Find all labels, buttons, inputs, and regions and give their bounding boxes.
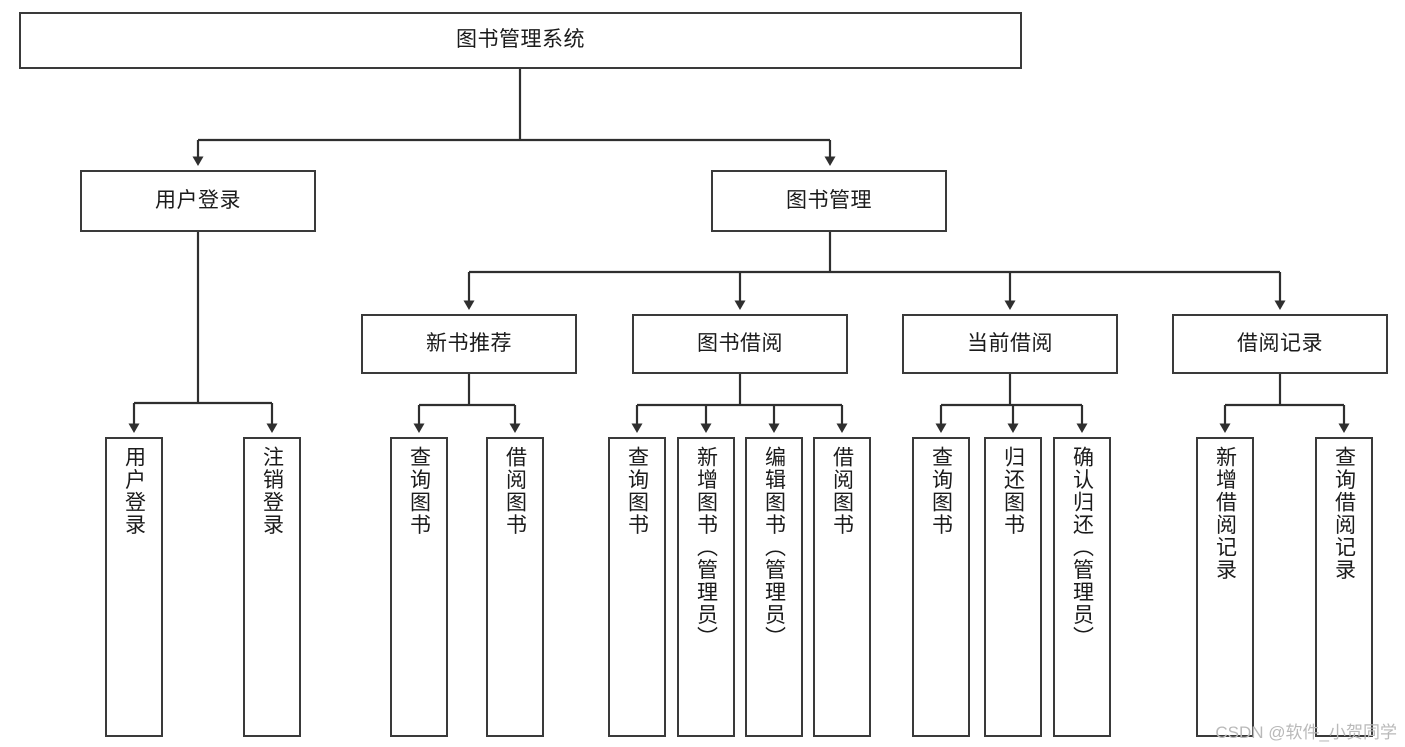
leaf-add-borrow-record[interactable]: 新增借阅记录: [1196, 437, 1254, 737]
edge-records-to-leaves: [1219, 374, 1350, 433]
node-book-management-label: 图书管理: [786, 188, 872, 212]
edge-currentborrow-to-leaves: [935, 374, 1088, 433]
node-current-borrow[interactable]: 当前借阅: [902, 314, 1118, 374]
leaf-edit-book[interactable]: 编辑图书（管理员）: [745, 437, 803, 737]
leaf-query-book-current-label: 查询图书: [929, 446, 953, 536]
leaf-query-book-recommend-label: 查询图书: [407, 446, 431, 536]
leaf-query-borrow-record[interactable]: 查询借阅记录: [1315, 437, 1373, 737]
leaf-return-book[interactable]: 归还图书: [984, 437, 1042, 737]
node-borrow-records-label: 借阅记录: [1237, 331, 1323, 355]
leaf-return-book-label: 归还图书: [1001, 446, 1025, 536]
leaf-confirm-return[interactable]: 确认归还（管理员）: [1053, 437, 1111, 737]
leaf-add-borrow-record-label: 新增借阅记录: [1213, 446, 1237, 581]
node-borrow-records[interactable]: 借阅记录: [1172, 314, 1388, 374]
node-root[interactable]: 图书管理系统: [19, 12, 1022, 69]
leaf-add-book[interactable]: 新增图书（管理员）: [677, 437, 735, 737]
leaf-edit-book-label: 编辑图书（管理员）: [762, 446, 786, 649]
leaf-logout-label: 注销登录: [260, 446, 284, 536]
node-book-borrow[interactable]: 图书借阅: [632, 314, 848, 374]
leaf-borrow-book-label: 借阅图书: [830, 446, 854, 536]
leaf-borrow-book-recommend-label: 借阅图书: [503, 446, 527, 536]
node-root-label: 图书管理系统: [456, 28, 585, 52]
leaf-borrow-book-recommend[interactable]: 借阅图书: [486, 437, 544, 737]
watermark: CSDN @软件_小贺同学: [1215, 723, 1397, 742]
leaf-user-login[interactable]: 用户登录: [105, 437, 163, 737]
node-book-borrow-label: 图书借阅: [697, 331, 783, 355]
leaf-query-book-borrow[interactable]: 查询图书: [608, 437, 666, 737]
edge-bookmgmt-to-level3: [463, 232, 1286, 310]
leaf-query-book-current[interactable]: 查询图书: [912, 437, 970, 737]
edge-root-to-level2: [192, 69, 836, 166]
leaf-user-login-label: 用户登录: [122, 446, 146, 536]
node-current-borrow-label: 当前借阅: [967, 331, 1053, 355]
edge-userlogin-to-leaves: [128, 232, 278, 433]
node-user-login-label: 用户登录: [155, 188, 241, 212]
node-book-management[interactable]: 图书管理: [711, 170, 947, 232]
leaf-logout[interactable]: 注销登录: [243, 437, 301, 737]
leaf-query-borrow-record-label: 查询借阅记录: [1332, 446, 1356, 581]
leaf-query-book-recommend[interactable]: 查询图书: [390, 437, 448, 737]
leaf-query-book-borrow-label: 查询图书: [625, 446, 649, 536]
node-new-book-recommend-label: 新书推荐: [426, 331, 512, 355]
leaf-borrow-book[interactable]: 借阅图书: [813, 437, 871, 737]
leaf-confirm-return-label: 确认归还（管理员）: [1070, 446, 1094, 649]
node-new-book-recommend[interactable]: 新书推荐: [361, 314, 577, 374]
node-user-login[interactable]: 用户登录: [80, 170, 316, 232]
edge-newbook-to-leaves: [413, 374, 521, 433]
leaf-add-book-label: 新增图书（管理员）: [694, 446, 718, 649]
edge-bookborrow-to-leaves: [631, 374, 848, 433]
